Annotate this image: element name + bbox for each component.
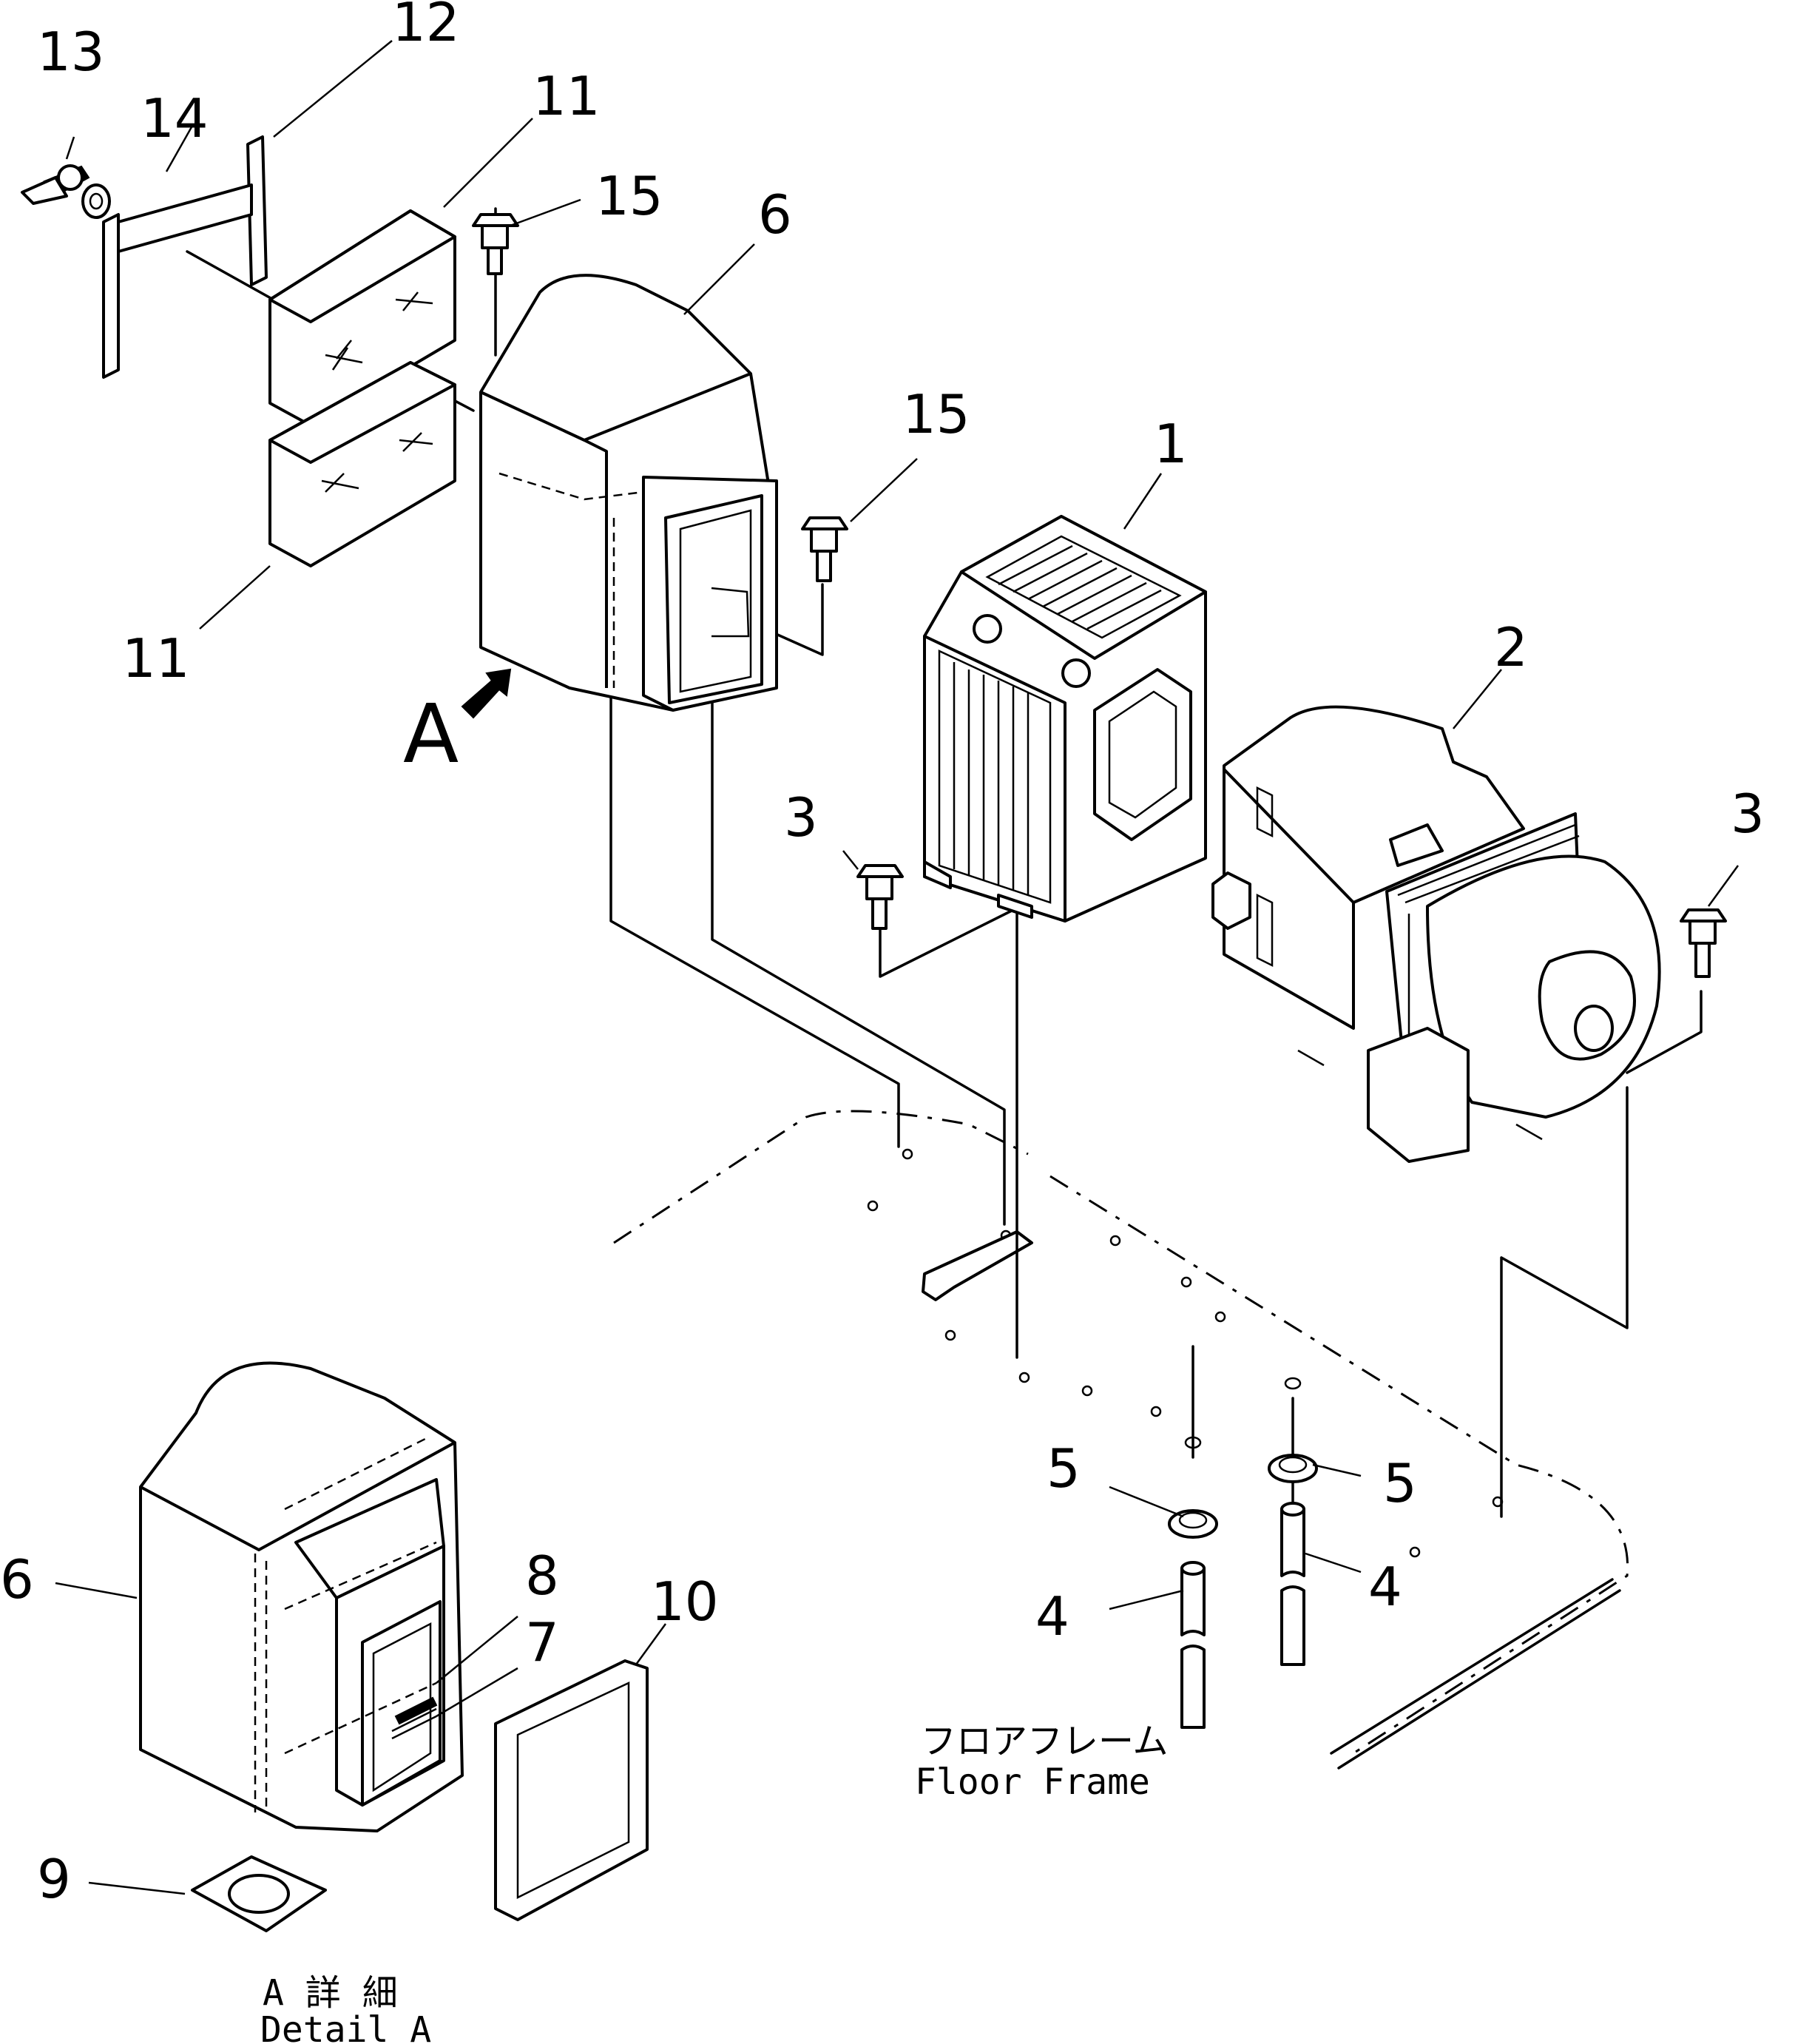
floor-bracket bbox=[922, 1230, 1033, 1301]
callout-14: 14 bbox=[141, 87, 209, 149]
part-4-hose-right bbox=[1280, 1502, 1305, 1666]
view-marker-a: A bbox=[403, 687, 459, 781]
callout-3-right: 3 bbox=[1731, 783, 1765, 845]
callout-8: 8 bbox=[525, 1545, 559, 1607]
callout-1: 1 bbox=[1154, 413, 1188, 475]
floor-frame-label-jp: フロアフレーム bbox=[921, 1721, 1169, 1762]
part-10-seal-frame-detail bbox=[494, 1659, 649, 1921]
callout-5-right: 5 bbox=[1383, 1452, 1417, 1514]
part-2-blower bbox=[1211, 705, 1661, 1163]
callout-9: 9 bbox=[37, 1848, 71, 1910]
callouts: 13 14 12 11 15 6 15 1 11 A 2 3 3 5 5 4 4… bbox=[0, 0, 1765, 1910]
detail-a-label-en: Detail A bbox=[260, 2009, 431, 2044]
callout-10: 10 bbox=[651, 1571, 719, 1633]
part-15-bolt-top bbox=[472, 213, 519, 275]
part-4-hose-left bbox=[1180, 1561, 1206, 1729]
callout-5-left: 5 bbox=[1047, 1437, 1081, 1500]
floor-frame-label-en: Floor Frame bbox=[915, 1761, 1150, 1803]
callout-6-detail: 6 bbox=[0, 1548, 34, 1610]
callout-6-main: 6 bbox=[758, 183, 792, 246]
part-15-bolt-mid bbox=[801, 516, 848, 582]
part-6-duct bbox=[479, 274, 778, 712]
leader-lines bbox=[55, 40, 1740, 1895]
assembly-lines bbox=[186, 207, 1703, 1518]
floor-frame-outline bbox=[613, 1110, 1629, 1770]
callout-11-lower: 11 bbox=[122, 627, 190, 689]
callout-12: 12 bbox=[392, 0, 460, 53]
callout-13: 13 bbox=[37, 21, 105, 83]
part-3-bolt-left bbox=[856, 864, 904, 930]
callout-3-left: 3 bbox=[784, 786, 818, 849]
part-11-filter-upper bbox=[268, 209, 456, 427]
part-12-bracket bbox=[102, 135, 268, 379]
part-5-grommet-left bbox=[1168, 1436, 1218, 1539]
part-3-bolt-right bbox=[1680, 908, 1727, 978]
part-11-filter-lower bbox=[268, 361, 456, 567]
part-1-unit bbox=[923, 515, 1207, 923]
detail-a-view bbox=[139, 1361, 464, 1832]
detail-a-label-jp: A 詳 細 bbox=[263, 1972, 398, 2014]
part-13-wing-nut bbox=[21, 164, 90, 205]
view-arrow-a bbox=[461, 668, 512, 719]
callout-2: 2 bbox=[1494, 616, 1528, 678]
part-9-gasket-detail bbox=[191, 1855, 327, 1932]
callout-4-left: 4 bbox=[1035, 1585, 1069, 1647]
callout-15-mid: 15 bbox=[902, 383, 970, 445]
part-14-washer bbox=[81, 183, 111, 219]
part-5-grommet-right bbox=[1268, 1377, 1318, 1483]
callout-15-top: 15 bbox=[595, 165, 663, 227]
captions: フロアフレーム Floor Frame A 詳 細 Detail A bbox=[260, 1721, 1169, 2044]
callout-11-upper: 11 bbox=[533, 65, 601, 127]
callout-7: 7 bbox=[525, 1611, 559, 1673]
callout-4-right: 4 bbox=[1368, 1556, 1402, 1618]
